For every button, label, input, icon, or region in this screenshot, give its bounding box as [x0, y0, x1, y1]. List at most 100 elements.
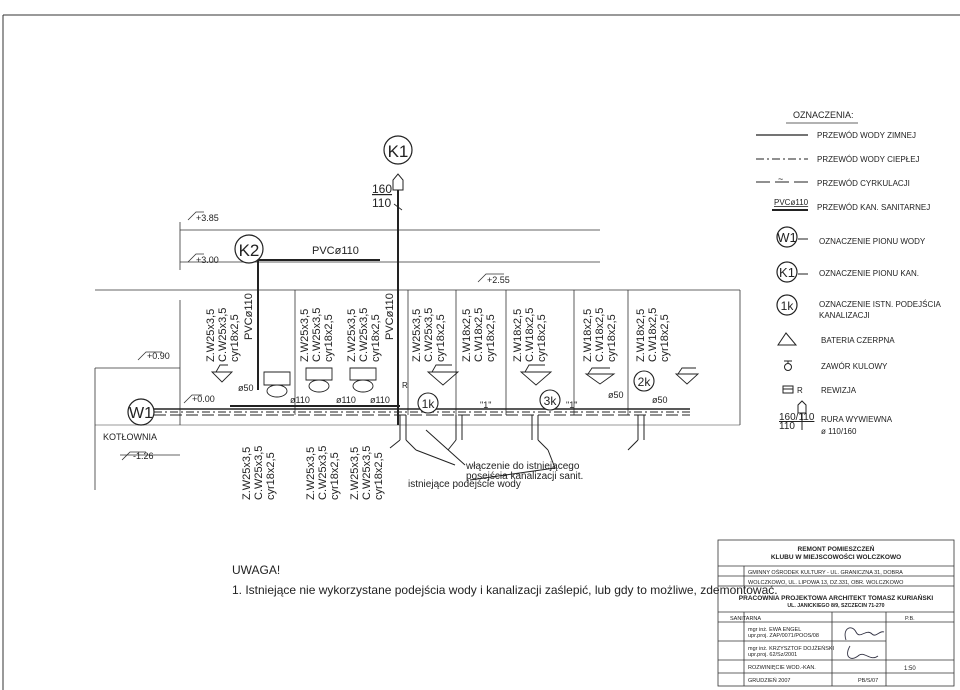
svg-text:Z.W18x2,5: Z.W18x2,5 — [582, 309, 594, 362]
conn-3k-icon — [539, 389, 561, 411]
ref-1-label-a: "1" — [480, 400, 491, 410]
tb-branch: SANITARNA — [730, 616, 761, 622]
tb-office-1: PRACOWNIA PROJEKTOWA ARCHITEKT TOMASZ KU… — [739, 593, 934, 602]
conn-1k-label: 1k — [422, 397, 436, 411]
tb-checker-2: upr.proj. 62/Sz/2001 — [748, 652, 797, 658]
svg-text:110: 110 — [779, 421, 795, 432]
svg-text:C.W18x2,5: C.W18x2,5 — [524, 308, 536, 362]
signature — [844, 627, 885, 659]
d110-label-1: ø110 — [290, 395, 310, 405]
k1-vent-size-2: 110 — [372, 196, 391, 210]
k2-label: K2 — [239, 241, 260, 260]
k1-label: K1 — [388, 142, 409, 161]
legend-sewer: PRZEWÓD KAN. SANITARNEJ — [817, 203, 930, 212]
tb-date: GRUDZIEŃ 2007 — [748, 677, 791, 684]
sheet-border — [2, 14, 960, 690]
d110-label-3: ø110 — [370, 395, 390, 405]
note-connect-2: posejścia kanalizacji sanit. — [466, 471, 583, 482]
svg-text:C.W18x2,5: C.W18x2,5 — [473, 308, 485, 362]
sink-3 — [519, 371, 553, 386]
kotlownia-label: KOTŁOWNIA — [103, 432, 157, 442]
conn-2k-label: 2k — [638, 375, 652, 389]
tb-drawing: ROZWINIĘCIE WOD.-KAN. — [748, 665, 816, 671]
legend: OZNACZENIA: PRZEWÓD WODY ZIMNEJ PRZEWÓD … — [756, 110, 941, 436]
d50-label-3: ø50 — [652, 395, 668, 405]
legend-faucet: BATERIA CZERPNA — [821, 336, 895, 345]
ref-1-label-b: "1" — [566, 400, 577, 410]
legend-circulation: PRZEWÓD CYRKULACJI — [817, 179, 910, 188]
legend-title: OZNACZENIA: — [793, 110, 854, 120]
tb-designer-1: mgr inż. EWA ENGEL — [748, 627, 801, 633]
level-255: +2.55 — [487, 275, 510, 285]
toilet-2 — [305, 367, 333, 381]
svg-text:cyr18x2,5: cyr18x2,5 — [373, 452, 385, 500]
svg-text:C.W18x2,5: C.W18x2,5 — [647, 308, 659, 362]
tb-title-1: REMONT POMIESZCZEŃ — [798, 544, 875, 553]
legend-cold-water: PRZEWÓD WODY ZIMNEJ — [817, 131, 916, 140]
svg-text:C.W25x3,5: C.W25x3,5 — [311, 308, 323, 362]
svg-text:Z.W18x2,5: Z.W18x2,5 — [512, 309, 524, 362]
svg-text:KANALIZACJI: KANALIZACJI — [819, 311, 870, 320]
svg-text:C.W25x3,5: C.W25x3,5 — [317, 446, 329, 500]
svg-text:cyr18x2,5: cyr18x2,5 — [485, 314, 497, 362]
level-markers — [121, 211, 504, 461]
w-riser-icon — [776, 226, 798, 248]
k-riser-icon — [776, 261, 798, 283]
tb-address: WOLCZKOWO, UL. LIPOWA 13, DZ.331, OBR. W… — [748, 580, 904, 586]
svg-text:Z.W18x2,5: Z.W18x2,5 — [461, 309, 473, 362]
svg-text:Z.W25x3,5: Z.W25x3,5 — [205, 309, 217, 362]
svg-text:Z.W25x3,5: Z.W25x3,5 — [349, 447, 361, 500]
svg-text:Z.W25x3,5: Z.W25x3,5 — [241, 447, 253, 500]
sink-1 — [210, 371, 234, 383]
svg-text:R: R — [797, 386, 803, 395]
legend-sewer-riser: OZNACZENIE PIONU KAN. — [819, 269, 919, 278]
sink-2 — [426, 371, 460, 386]
ball-valve-icon — [784, 360, 792, 371]
existing-connections — [389, 415, 645, 481]
existing-connection-icon — [776, 294, 798, 316]
d50-label-1: ø50 — [238, 383, 254, 393]
tb-scale: 1:50 — [904, 666, 916, 672]
k2-riser-icon — [234, 234, 264, 264]
svg-text:C.W25x3,5: C.W25x3,5 — [358, 308, 370, 362]
svg-text:C.W25x3,5: C.W25x3,5 — [423, 308, 435, 362]
d110-label-2: ø110 — [336, 395, 356, 405]
svg-text:160/110: 160/110 — [779, 412, 815, 423]
legend-hot-water: PRZEWÓD WODY CIEPŁEJ — [817, 155, 920, 164]
note-connect-1: włączenie do istniejącego — [465, 461, 580, 472]
svg-text:cyr18x2,5: cyr18x2,5 — [370, 314, 382, 362]
legend-ball-valve: ZAWÓR KULOWY — [821, 362, 888, 371]
svg-text:cyr18x2,5: cyr18x2,5 — [265, 452, 277, 500]
k1-vent-size-1: 160 — [372, 182, 392, 196]
svg-text:W1: W1 — [777, 230, 797, 245]
tb-title-2: KLUBU W MIEJSCOWOŚCI WOLCZKOWO — [771, 552, 901, 561]
notice: UWAGA! 1. Istniejące nie wykorzystane po… — [232, 560, 778, 600]
svg-text:K1: K1 — [779, 265, 795, 280]
faucet-icon — [777, 332, 798, 346]
note-existing-water: istniejące podejście wody — [408, 479, 521, 490]
level-385: +3.85 — [196, 213, 219, 223]
tb-object: GMINNY OŚRODEK KULTURY - UL. GRANICZNA 3… — [748, 568, 903, 576]
w1-label: W1 — [129, 405, 153, 422]
svg-text:Z.W25x3,5: Z.W25x3,5 — [305, 447, 317, 500]
conn-1k-icon — [417, 392, 439, 414]
level-090: +0.90 — [147, 351, 170, 361]
sink-5 — [674, 373, 700, 385]
svg-text:cyr18x2,5: cyr18x2,5 — [606, 314, 618, 362]
notice-title: UWAGA! — [232, 563, 281, 577]
level-126: -1.26 — [133, 451, 154, 461]
d50-label-2: ø50 — [608, 390, 624, 400]
svg-text:Z.W25x3,5: Z.W25x3,5 — [411, 309, 423, 362]
svg-text:cyr18x2,5: cyr18x2,5 — [435, 314, 447, 362]
conn-2k-icon — [633, 370, 655, 392]
vent-cap-icon — [392, 173, 404, 191]
legend-vent-pipe-size: ø 110/160 — [821, 427, 857, 436]
legend-existing-connection: OZNACZENIE ISTN. PODEJŚCIA — [819, 300, 941, 309]
level-000: +0.00 — [192, 394, 215, 404]
svg-text:C.W25x3,5: C.W25x3,5 — [217, 308, 229, 362]
sink-4 — [584, 373, 616, 385]
tb-office-2: UL. JANICKIEGO 8/9, SZCZECIN 71-270 — [787, 603, 884, 609]
revision-label: R — [402, 381, 408, 390]
title-block — [717, 539, 955, 687]
